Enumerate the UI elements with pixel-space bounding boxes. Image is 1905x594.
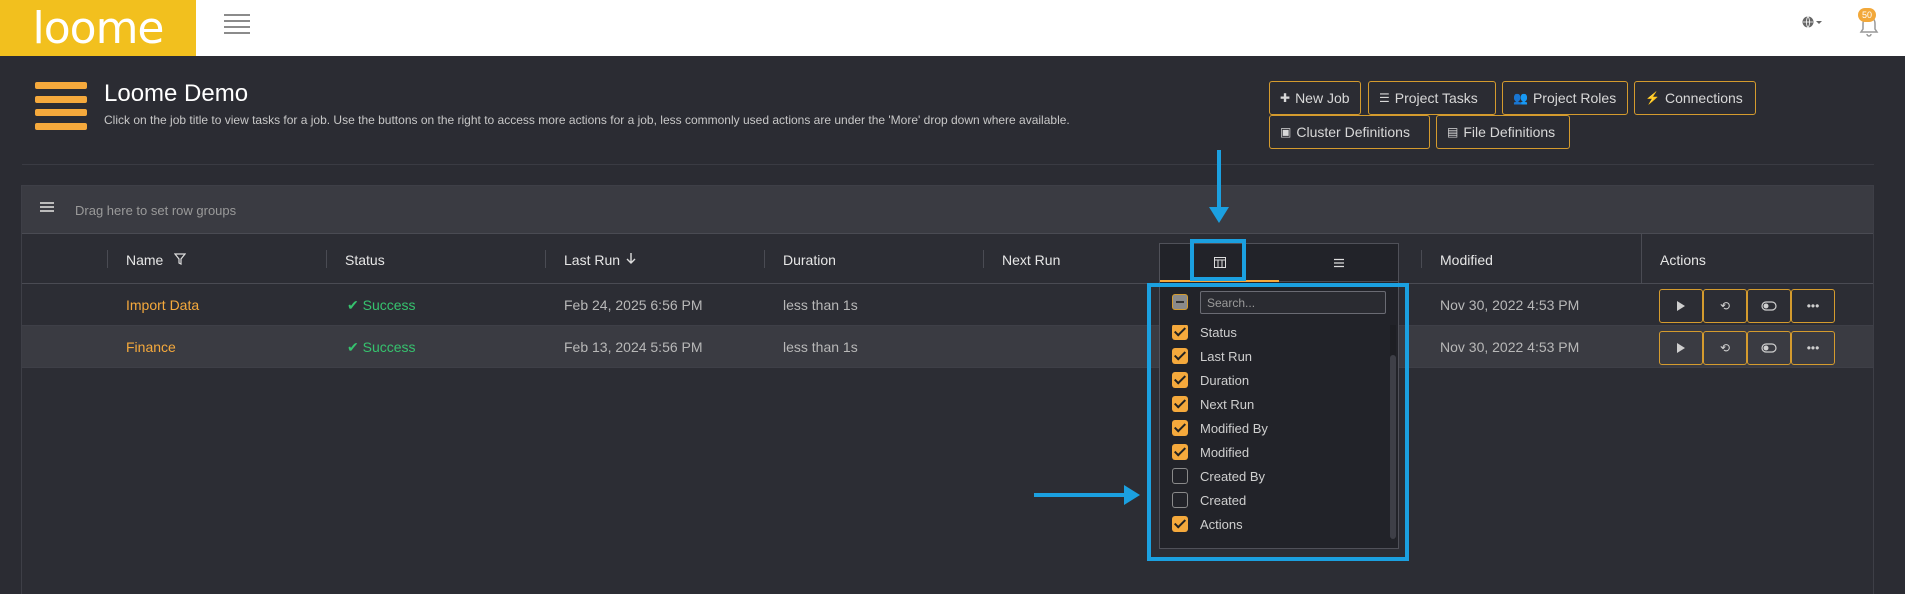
toggle-button[interactable] — [1747, 331, 1791, 365]
more-button[interactable]: ••• — [1791, 331, 1835, 365]
tasks-icon: ☰ — [1379, 91, 1390, 105]
column-option-status[interactable]: Status — [1160, 325, 1386, 344]
project-tasks-button[interactable]: ☰Project Tasks — [1368, 81, 1496, 115]
header-divider — [22, 164, 1874, 165]
header-name[interactable]: Name — [126, 252, 164, 268]
down-arrow-head — [1209, 207, 1229, 223]
right-arrow-annotation — [1034, 493, 1130, 497]
column-list: Status Last Run Duration Next Run Modifi… — [1160, 325, 1396, 539]
header-last-run[interactable]: Last Run — [564, 252, 621, 268]
sort-desc-icon[interactable] — [625, 252, 637, 268]
column-chooser-tabs — [1160, 244, 1398, 282]
plug-icon: ⚡ — [1645, 91, 1660, 105]
history-icon: ⟲ — [1719, 299, 1731, 313]
filter-icon[interactable] — [173, 252, 187, 268]
column-option-modified[interactable]: Modified — [1160, 440, 1386, 464]
loome-logo[interactable]: loome — [0, 0, 196, 56]
status-badge: ✔ Success — [347, 297, 416, 313]
columns-icon — [1213, 256, 1226, 268]
toggle-icon — [1761, 301, 1777, 311]
plus-icon: ✚ — [1280, 91, 1291, 105]
project-roles-button[interactable]: 👥Project Roles — [1502, 81, 1628, 115]
menu-toggle-icon[interactable] — [224, 14, 250, 34]
header-next-run[interactable]: Next Run — [1002, 252, 1061, 268]
checkbox[interactable] — [1172, 516, 1188, 532]
column-option-created[interactable]: Created — [1160, 488, 1386, 512]
select-all-checkbox[interactable] — [1172, 294, 1188, 310]
toggle-button[interactable] — [1747, 289, 1791, 323]
more-icon: ••• — [1806, 299, 1820, 313]
column-option-actions[interactable]: Actions — [1160, 512, 1386, 536]
down-arrow-annotation — [1217, 150, 1221, 214]
page-subtitle: Click on the job title to view tasks for… — [104, 113, 1070, 127]
table-row: Finance ✔ Success Feb 13, 2024 5:56 PM l… — [22, 326, 1873, 368]
status-badge: ✔ Success — [347, 339, 416, 355]
history-button[interactable]: ⟲ — [1703, 289, 1747, 323]
file-definitions-button[interactable]: ▤File Definitions — [1436, 115, 1570, 149]
cluster-definitions-button[interactable]: ▣Cluster Definitions — [1269, 115, 1430, 149]
column-chooser-popup: Status Last Run Duration Next Run Modifi… — [1159, 243, 1399, 549]
new-job-button[interactable]: ✚New Job — [1269, 81, 1361, 115]
header-status[interactable]: Status — [345, 252, 385, 268]
tab-general-menu[interactable] — [1279, 244, 1398, 282]
checkbox[interactable] — [1172, 492, 1188, 508]
globe-icon[interactable] — [1802, 15, 1824, 33]
jobs-menu-icon — [35, 82, 87, 130]
checkbox[interactable] — [1172, 396, 1188, 412]
header-duration[interactable]: Duration — [783, 252, 836, 268]
modified-cell: Nov 30, 2022 4:53 PM — [1440, 297, 1580, 313]
column-option-last-run[interactable]: Last Run — [1160, 344, 1386, 368]
job-name-link[interactable]: Import Data — [126, 297, 200, 313]
last-run-cell: Feb 24, 2025 6:56 PM — [564, 297, 703, 313]
grid-header: Name Status Last Run Duration Next Run M… — [22, 234, 1873, 284]
checkbox[interactable] — [1172, 468, 1188, 484]
column-search-input[interactable] — [1200, 291, 1386, 314]
page-title: Loome Demo — [104, 80, 249, 107]
cluster-icon: ▣ — [1280, 125, 1292, 139]
checkbox[interactable] — [1172, 325, 1188, 340]
menu-icon — [1333, 258, 1344, 268]
play-icon — [1677, 343, 1685, 353]
users-icon: 👥 — [1513, 91, 1528, 105]
column-option-duration[interactable]: Duration — [1160, 368, 1386, 392]
checkbox[interactable] — [1172, 444, 1188, 460]
checkbox[interactable] — [1172, 348, 1188, 364]
header-modified[interactable]: Modified — [1440, 252, 1493, 268]
history-icon: ⟲ — [1719, 341, 1731, 355]
toggle-icon — [1761, 343, 1777, 353]
tab-columns[interactable] — [1160, 244, 1279, 282]
duration-cell: less than 1s — [783, 339, 858, 355]
row-group-icon — [40, 202, 54, 214]
row-group-panel[interactable]: Drag here to set row groups — [22, 186, 1873, 234]
row-group-hint: Drag here to set row groups — [75, 203, 237, 218]
connections-button[interactable]: ⚡Connections — [1634, 81, 1756, 115]
play-icon — [1677, 301, 1685, 311]
job-name-link[interactable]: Finance — [126, 339, 176, 355]
duration-cell: less than 1s — [783, 297, 858, 313]
header-actions: Actions — [1660, 252, 1706, 268]
run-button[interactable] — [1659, 289, 1703, 323]
right-arrow-head — [1124, 485, 1140, 505]
top-bar: loome 50 — [0, 0, 1905, 56]
column-option-created-by[interactable]: Created By — [1160, 464, 1386, 488]
scrollbar-thumb[interactable] — [1390, 355, 1396, 539]
more-button[interactable]: ••• — [1791, 289, 1835, 323]
more-icon: ••• — [1806, 341, 1820, 355]
column-chooser-body: Status Last Run Duration Next Run Modifi… — [1160, 283, 1398, 549]
column-option-modified-by[interactable]: Modified By — [1160, 416, 1386, 440]
history-button[interactable]: ⟲ — [1703, 331, 1747, 365]
logo-text: loome — [32, 2, 165, 54]
file-icon: ▤ — [1447, 125, 1459, 139]
checkbox[interactable] — [1172, 372, 1188, 388]
jobs-grid: Drag here to set row groups Name Status … — [21, 185, 1874, 594]
column-option-next-run[interactable]: Next Run — [1160, 392, 1386, 416]
modified-cell: Nov 30, 2022 4:53 PM — [1440, 339, 1580, 355]
run-button[interactable] — [1659, 331, 1703, 365]
notification-badge: 50 — [1858, 8, 1877, 22]
last-run-cell: Feb 13, 2024 5:56 PM — [564, 339, 703, 355]
checkbox[interactable] — [1172, 420, 1188, 436]
table-row: Import Data ✔ Success Feb 24, 2025 6:56 … — [22, 284, 1873, 326]
